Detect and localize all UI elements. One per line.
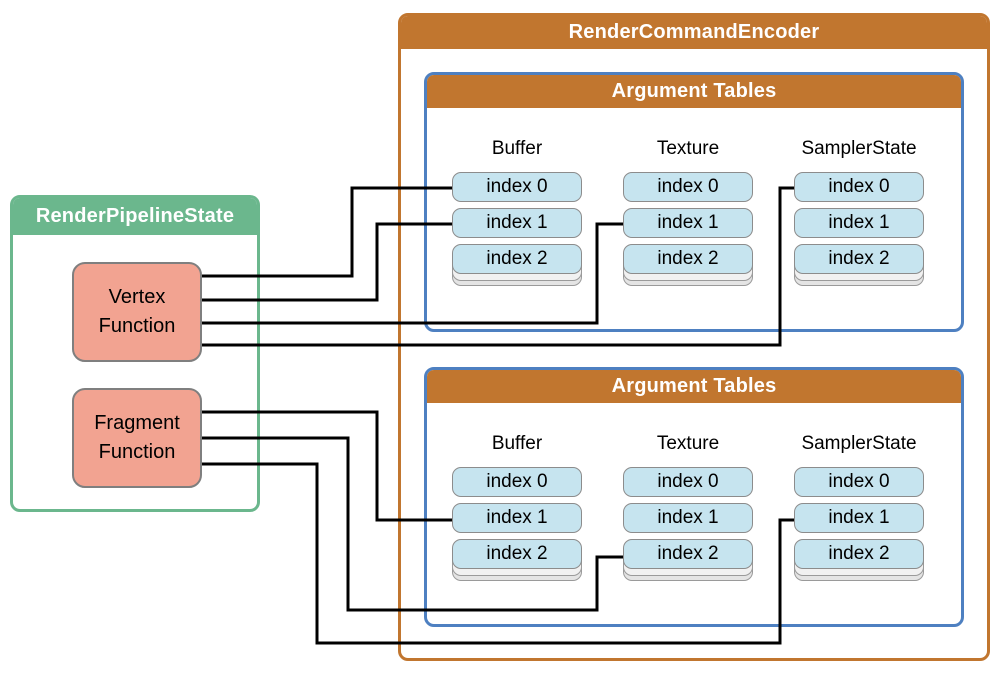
vertex-function-label-line2: Function (98, 315, 176, 337)
buffer-slot-stack: index 0 index 1 index 2 (452, 172, 582, 286)
slot-index-2: index 2 (623, 244, 753, 274)
slot-index-0: index 0 (794, 172, 924, 202)
slot-index-0: index 0 (623, 172, 753, 202)
argument-table-2: Argument Tables Buffer index 0 index 1 i… (424, 367, 964, 627)
slot-index-2: index 2 (794, 244, 924, 274)
slot-index-1: index 1 (623, 208, 753, 238)
slot-index-2: index 2 (452, 244, 582, 274)
argument-table-1-buffer-column: Buffer index 0 index 1 index 2 (452, 138, 582, 286)
argument-table-1-samplerstate-column: SamplerState index 0 index 1 index 2 (794, 138, 924, 286)
texture-column-label: Texture (656, 433, 720, 454)
argument-table-2-samplerstate-column: SamplerState index 0 index 1 index 2 (794, 433, 924, 581)
buffer-column-label: Buffer (491, 138, 543, 159)
buffer-column-label: Buffer (491, 433, 543, 454)
samplerstate-slot-stack: index 0 index 1 index 2 (794, 467, 924, 581)
slot-index-2: index 2 (452, 539, 582, 569)
fragment-function-box: Fragment Function (72, 388, 202, 488)
texture-slot-stack: index 0 index 1 index 2 (623, 467, 753, 581)
slot-index-0: index 0 (623, 467, 753, 497)
samplerstate-column-label: SamplerState (801, 138, 917, 159)
texture-slot-stack: index 0 index 1 index 2 (623, 172, 753, 286)
slot-index-0: index 0 (794, 467, 924, 497)
slot-index-1: index 1 (794, 208, 924, 238)
buffer-slot-stack: index 0 index 1 index 2 (452, 467, 582, 581)
argument-table-1-title: Argument Tables (427, 75, 961, 111)
render-pipeline-state-panel: RenderPipelineState Vertex Function Frag… (10, 195, 260, 512)
samplerstate-slot-stack: index 0 index 1 index 2 (794, 172, 924, 286)
fragment-function-label-line2: Function (98, 441, 176, 463)
slot-index-1: index 1 (794, 503, 924, 533)
render-command-encoder-panel: RenderCommandEncoder Argument Tables Buf… (398, 13, 990, 661)
slot-index-2: index 2 (623, 539, 753, 569)
argument-table-1: Argument Tables Buffer index 0 index 1 i… (424, 72, 964, 332)
slot-index-1: index 1 (623, 503, 753, 533)
texture-column-label: Texture (656, 138, 720, 159)
render-pipeline-state-title: RenderPipelineState (13, 198, 257, 238)
render-command-encoder-title: RenderCommandEncoder (401, 16, 987, 52)
slot-index-1: index 1 (452, 503, 582, 533)
argument-table-2-buffer-column: Buffer index 0 index 1 index 2 (452, 433, 582, 581)
samplerstate-column-label: SamplerState (801, 433, 917, 454)
vertex-function-label-line1: Vertex (108, 286, 166, 308)
slot-index-2: index 2 (794, 539, 924, 569)
argument-table-2-texture-column: Texture index 0 index 1 index 2 (623, 433, 753, 581)
argument-table-1-texture-column: Texture index 0 index 1 index 2 (623, 138, 753, 286)
fragment-function-label-line1: Fragment (94, 412, 180, 434)
slot-index-1: index 1 (452, 208, 582, 238)
slot-index-0: index 0 (452, 467, 582, 497)
vertex-function-box: Vertex Function (72, 262, 202, 362)
argument-table-2-title: Argument Tables (427, 370, 961, 406)
slot-index-0: index 0 (452, 172, 582, 202)
